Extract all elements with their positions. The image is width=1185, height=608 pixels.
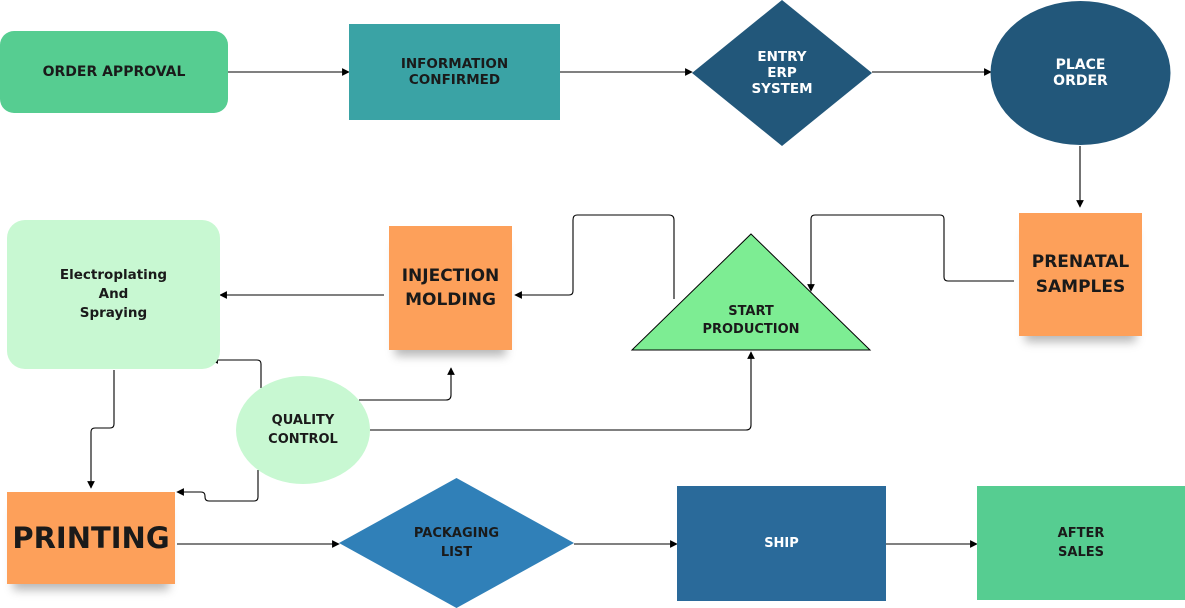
start-production-node: START PRODUCTION [631, 296, 871, 346]
connector-quality-control-to-start-production [370, 351, 755, 431]
place-order-node: PLACE ORDER [990, 0, 1171, 146]
order-approval-node: ORDER APPROVAL [0, 31, 228, 113]
start-production-triangle [630, 233, 872, 351]
electroplating-spraying-node: Electroplating And Spraying [7, 220, 220, 369]
prenatal-samples-label: PRENATAL SAMPLES [1031, 251, 1130, 297]
connector-electroplating-to-printing [87, 370, 115, 489]
packaging-list-label: PACKAGING LIST [413, 526, 500, 560]
packaging-list-node: PACKAGING LIST [339, 478, 574, 608]
injection-molding-node: INJECTION MOLDING [389, 226, 512, 350]
printing-label: PRINTING [12, 521, 170, 555]
connector-start-production-to-injection-molding [514, 214, 675, 299]
after-sales-label: AFTER SALES [1057, 526, 1105, 560]
connector-prenatal-samples-to-start-production [807, 214, 1014, 292]
connector-quality-control-to-electroplating [210, 356, 262, 388]
order-approval-label: ORDER APPROVAL [42, 64, 186, 80]
information-confirmed-node: INFORMATION CONFIRMED [349, 24, 560, 120]
prenatal-samples-node: PRENATAL SAMPLES [1019, 213, 1142, 336]
after-sales-node: AFTER SALES [977, 486, 1185, 600]
packaging-list-diamond [339, 478, 574, 608]
start-production-label: START PRODUCTION [702, 304, 800, 337]
place-order-label: PLACE ORDER [1053, 57, 1108, 89]
ship-node: SHIP [677, 486, 886, 601]
entry-erp-system-diamond [692, 0, 872, 146]
connector-quality-control-to-printing [176, 470, 259, 502]
quality-control-label: QUALITY CONTROL [268, 413, 338, 447]
printing-node: PRINTING [7, 492, 175, 584]
ship-label: SHIP [764, 535, 799, 551]
information-confirmed-label: INFORMATION CONFIRMED [400, 56, 509, 88]
place-order-ellipse [990, 1, 1171, 145]
entry-erp-system-label: ENTRY ERP SYSTEM [751, 49, 813, 97]
connector-quality-control-to-injection-molding [359, 367, 455, 401]
quality-control-node: QUALITY CONTROL [236, 375, 370, 485]
electroplating-spraying-label: Electroplating And Spraying [59, 267, 168, 321]
entry-erp-system-node: ENTRY ERP SYSTEM [692, 0, 872, 146]
injection-molding-label: INJECTION MOLDING [401, 266, 500, 310]
quality-control-ellipse [236, 376, 370, 484]
